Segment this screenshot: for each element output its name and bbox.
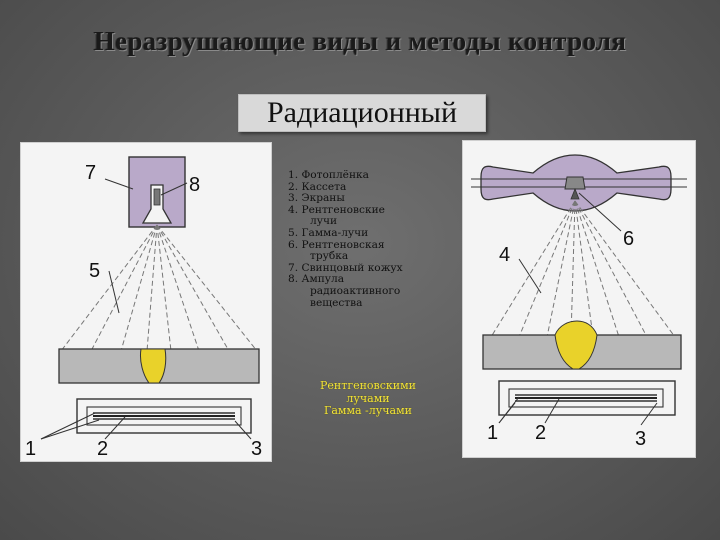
weld-seam [140, 348, 167, 384]
legend-item-6: 6. Рентгеновская [288, 238, 385, 251]
xray-rays [490, 200, 676, 338]
label-3: 3 [251, 438, 262, 460]
label-5: 5 [89, 260, 100, 282]
label-6: 6 [623, 228, 634, 250]
label-1: 1 [487, 422, 498, 444]
methods-list: Рентгеновскими лучами Гамма -лучами [284, 379, 452, 418]
xray-diagram: 4 6 1 2 3 [471, 154, 687, 450]
legend-item-8: 8. Ампула [288, 273, 345, 286]
gamma-rays [60, 224, 258, 352]
label-1: 1 [25, 438, 36, 460]
label-7: 7 [85, 162, 96, 184]
legend-item-2: 2. Кассета [288, 180, 347, 193]
subtitle: Радиационный [266, 96, 458, 129]
ampoule-source [153, 188, 161, 206]
legend-item-1: 1. Фотоплёнка [288, 169, 369, 181]
xray-tube [471, 154, 687, 212]
legend-list: 1. Фотоплёнка 2. Кассета 3. Экраны 4. Ре… [288, 169, 458, 309]
legend-item-3: 3. Экраны [288, 192, 345, 205]
label-8: 8 [189, 174, 200, 196]
legend-item-6-cont: трубка [310, 250, 349, 263]
method-xray-2: лучами [346, 391, 390, 405]
gamma-diagram-panel: 7 8 5 1 2 3 [20, 142, 272, 462]
label-3: 3 [635, 428, 646, 450]
legend-item-7: 7. Свинцовый кожух [288, 261, 403, 274]
slide-title: Неразрушающие виды и методы контроля [93, 26, 627, 56]
cassette-inner [86, 406, 242, 426]
legend-item-8-cont: радиоактивного вещества [310, 284, 401, 309]
label-4: 4 [499, 244, 510, 266]
subtitle-box: Радиационный [238, 94, 486, 132]
method-xray-1: Рентгеновскими [319, 379, 416, 392]
legend-item-5: 5. Гамма-лучи [288, 226, 369, 239]
xray-diagram-panel: 4 6 1 2 3 [462, 140, 696, 458]
legend-item-4-cont: лучи [310, 215, 338, 228]
legend-item-4: 4. Рентгеновские [288, 203, 385, 216]
gamma-diagram: 7 8 5 1 2 3 [25, 156, 262, 460]
weld-seam [554, 320, 598, 370]
cassette-inner [508, 388, 664, 408]
method-gamma: Гамма -лучами [324, 404, 412, 417]
label-2: 2 [97, 438, 108, 460]
label-2: 2 [535, 422, 546, 444]
